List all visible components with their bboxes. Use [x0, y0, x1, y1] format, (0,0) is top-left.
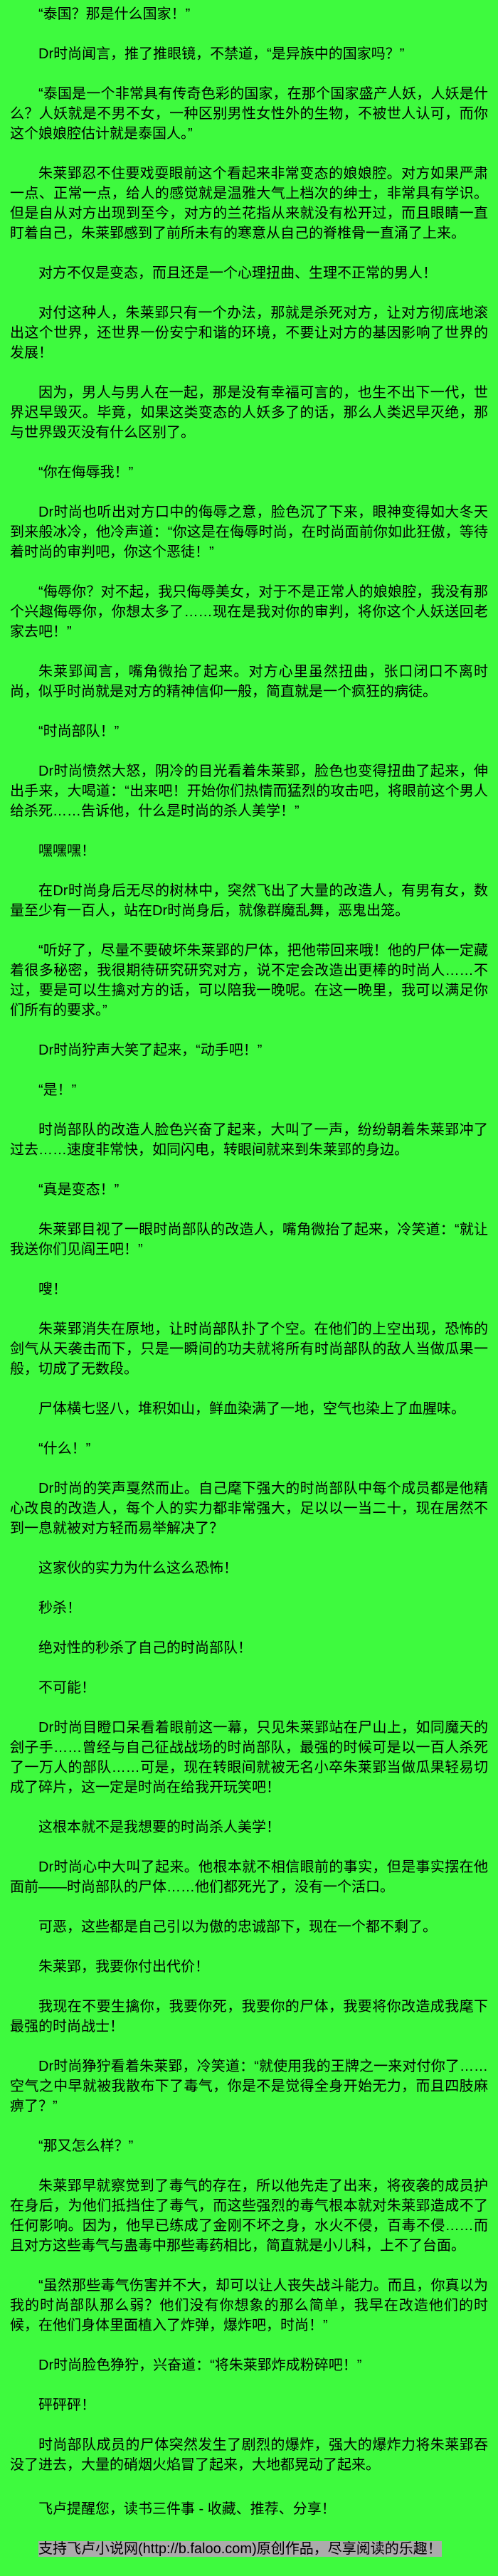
faloo-support-highlight: 支持飞卢小说网(http://b.faloo.com)原创作品，尽享阅读的乐趣！ — [38, 2541, 442, 2557]
novel-paragraph: “听好了，尽量不要破坏朱莱郢的尸体，把他带回来哦！他的尸体一定藏着很多秘密，我很… — [10, 943, 488, 1018]
novel-footer: 飞卢提醒您，读书三件事 - 收藏、推荐、分享！ 支持飞卢小说网(http://b… — [0, 2495, 498, 2559]
novel-paragraph: Dr时尚愤然大怒，阴冷的目光看着朱莱郢，脸色也变得扭曲了起来，伸出手来，大喝道：… — [10, 764, 488, 819]
novel-paragraph: 我现在不要生擒你，我要你死，我要你的尸体，我要将你改造成我麾下最强的时尚战士！ — [10, 1999, 488, 2034]
novel-paragraph: Dr时尚脸色狰狞，兴奋道：“将朱莱郢炸成粉碎吧！” — [38, 2358, 362, 2373]
novel-paragraph: Dr时尚的笑声戛然而止。自己麾下强大的时尚部队中每个成员都是他精心改良的改造人，… — [10, 1481, 488, 1536]
novel-paragraph: 朱莱郢忍不住要戏耍眼前这个看起来非常变态的娘娘腔。对方如果严肃一点、正常一点，给… — [10, 166, 488, 241]
novel-paragraph: Dr时尚目瞪口呆看着眼前这一幕，只见朱莱郢站在尸山上，如同魔天的刽子手……曾经与… — [10, 1720, 488, 1795]
novel-paragraph: Dr时尚狰狞看着朱莱郢，冷笑道：“就使用我的王牌之一来对付你了……空气之中早就被… — [10, 2059, 488, 2114]
novel-paragraph: Dr时尚闻言，推了推眼镜，不禁道，“是异族中的国家吗？” — [38, 46, 405, 62]
novel-paragraph: 朱莱郢目视了一眼时尚部队的改造人，嘴角微抬了起来，冷笑道：“就让我送你们见阎王吧… — [10, 1222, 488, 1257]
novel-paragraph: “泰国？那是什么国家！” — [38, 6, 191, 22]
novel-paragraph: “那又怎么样？” — [38, 2138, 134, 2154]
novel-paragraph: 对付这种人，朱莱郢只有一个办法，那就是杀死对方，让对方彻底地滚出这个世界，还世界… — [10, 305, 488, 361]
novel-paragraph: 朱莱郢，我要你付出代价！ — [38, 1959, 209, 1975]
novel-paragraph: 因为，男人与男人在一起，那是没有幸福可言的，也生不出下一代，世界迟早毁灭。毕竟，… — [10, 385, 488, 440]
novel-paragraph: 在Dr时尚身后无尽的树林中，突然飞出了大量的改造人，有男有女，数量至少有一百人，… — [10, 883, 488, 919]
novel-paragraph: 朱莱郢消失在原地，让时尚部队扑了个空。在他们的上空出现，恐怖的剑气从天袭击而下，… — [10, 1321, 488, 1377]
novel-paragraph: 这家伙的实力为什么这么恐怖！ — [38, 1561, 238, 1576]
novel-paragraph: 绝对性的秒杀了自己的时尚部队！ — [38, 1640, 252, 1656]
novel-paragraph: 不可能！ — [38, 1680, 95, 1696]
novel-paragraph: 这根本就不是我想要的时尚杀人美学！ — [38, 1820, 280, 1835]
novel-paragraph: 尸体横七竖八，堆积如山，鲜血染满了一地，空气也染上了血腥味。 — [38, 1401, 465, 1417]
novel-content: “泰国？那是什么国家！” Dr时尚闻言，推了推眼镜，不禁道，“是异族中的国家吗？”… — [10, 6, 488, 2473]
novel-paragraph: 秒杀！ — [38, 1600, 81, 1616]
novel-paragraph: 时尚部队的改造人脸色兴奋了起来，大叫了一声，纷纷朝着朱莱郢冲了过去……速度非常快… — [10, 1122, 488, 1158]
novel-paragraph: “侮辱你？对不起，我只侮辱美女，对于不是正常人的娘娘腔，我没有那个兴趣侮辱你，你… — [10, 584, 488, 640]
novel-paragraph: “虽然那些毒气伤害并不大，却可以让人丧失战斗能力。而且，你真以为我的时尚部队那么… — [10, 2278, 488, 2333]
novel-paragraph: 朱莱郢闻言，嘴角微抬了起来。对方心里虽然扭曲，张口闭口不离时尚，似乎时尚就是对方… — [10, 664, 488, 700]
novel-paragraph: 时尚部队成员的尸体突然发生了剧烈的爆炸，强大的爆炸力将朱莱郢吞没了进去，大量的硝… — [10, 2437, 488, 2473]
novel-paragraph: 对方不仅是变态，而且还是一个心理扭曲、生理不正常的男人！ — [38, 265, 437, 281]
faloo-support-text: 支持飞卢小说网(http://b.faloo.com)原创作品，尽享阅读的乐趣！ — [10, 2539, 488, 2559]
novel-paragraph: Dr时尚心中大叫了起来。他根本就不相信眼前的事实，但是事实摆在他面前——时尚部队… — [10, 1859, 488, 1895]
novel-paragraph: 砰砰砰！ — [38, 2397, 95, 2413]
novel-paragraph: 可恶，这些都是自己引以为傲的忠诚部下，现在一个都不剩了。 — [38, 1919, 437, 1935]
novel-paragraph: “你在侮辱我！” — [38, 465, 134, 480]
faloo-reminder-text: 飞卢提醒您，读书三件事 - 收藏、推荐、分享！ — [38, 2501, 336, 2517]
novel-paragraph: Dr时尚也听出对方口中的侮辱之意，脸色沉了下来，眼神变得如大冬天到来般冰冷，他冷… — [10, 505, 488, 560]
novel-paragraph: “泰国是一个非常具有传奇色彩的国家，在那个国家盛产人妖，人妖是什么？人妖就是不男… — [10, 86, 488, 142]
novel-paragraph: 嗖！ — [38, 1282, 67, 1297]
novel-paragraph: “什么！” — [38, 1441, 91, 1457]
novel-paragraph: Dr时尚狞声大笑了起来，“动手吧！” — [38, 1042, 263, 1058]
novel-paragraph: “时尚部队！” — [38, 724, 120, 739]
novel-paragraph: “真是变态！” — [38, 1182, 120, 1198]
novel-paragraph: “是！” — [38, 1082, 77, 1098]
novel-paragraph: 朱莱郢早就察觉到了毒气的存在，所以他先走了出来，将夜袭的成员护在身后，为他们抵挡… — [10, 2178, 488, 2254]
novel-paragraph: 嘿嘿嘿！ — [38, 843, 95, 859]
